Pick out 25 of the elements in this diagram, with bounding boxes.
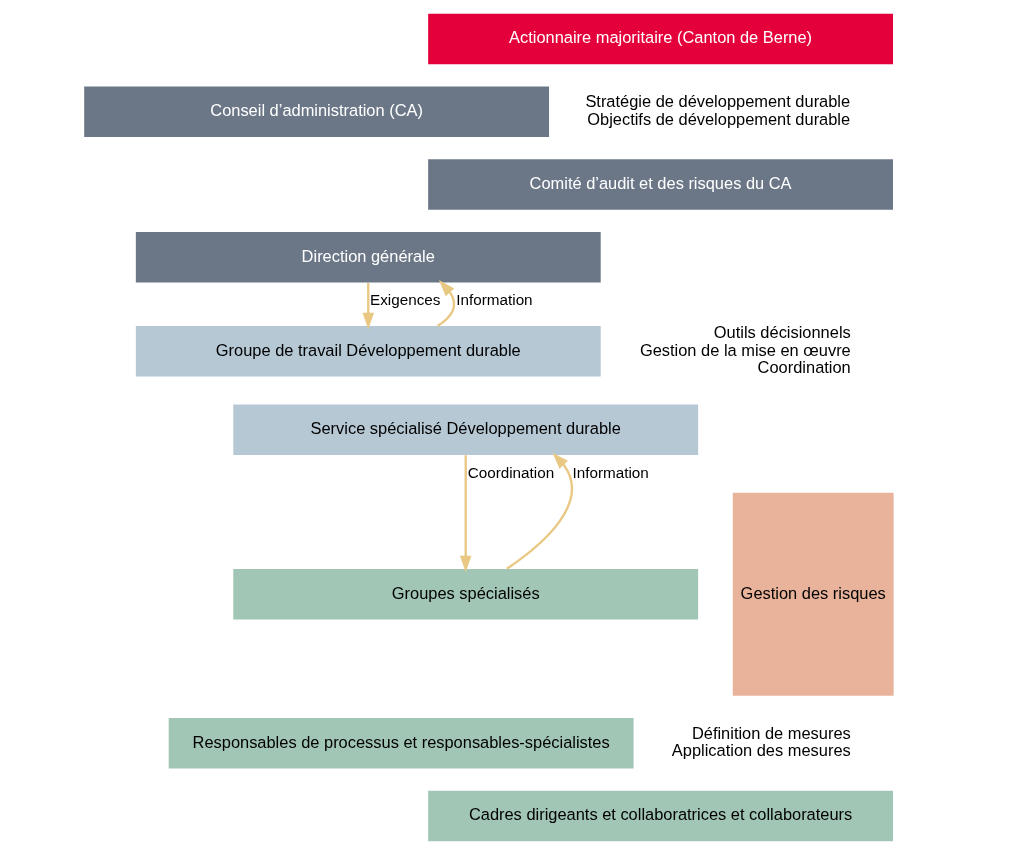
label: Définition de mesures bbox=[691, 723, 851, 742]
edge-label: Exigences bbox=[369, 290, 440, 308]
node-box: Direction générale bbox=[135, 231, 601, 282]
label: Objectifs de développement durable bbox=[586, 109, 850, 128]
arrow bbox=[459, 454, 471, 572]
arrow bbox=[362, 282, 374, 329]
label: Outils décisionnels bbox=[713, 322, 851, 341]
node-box: Conseil d’administration (CA) bbox=[83, 86, 549, 137]
arrow bbox=[436, 279, 455, 327]
edge-label: Coordination bbox=[467, 463, 554, 481]
node-box: Cadres dirigeants et collaboratrices et collaborateurs bbox=[427, 790, 893, 841]
label: Stratégie de développement durable bbox=[584, 91, 850, 110]
node-box: Service spécialisé Développement durable bbox=[232, 404, 698, 455]
node-box: Comité d’audit et des risques du CA bbox=[427, 158, 893, 210]
edge-label: Information bbox=[455, 290, 533, 308]
node-box: Groupe de travail Développement durable bbox=[135, 325, 601, 376]
node-box: Actionnaire majoritaire (Canton de Berne) bbox=[427, 13, 893, 64]
node-box: Groupes spécialisés bbox=[232, 568, 698, 619]
label: Coordination bbox=[757, 357, 851, 376]
label: Gestion de la mise en œuvre bbox=[639, 340, 851, 359]
label: Application des mesures bbox=[671, 740, 851, 759]
node-box: Responsables de processus et responsables-spécialistes bbox=[168, 717, 634, 768]
edge-label: Information bbox=[572, 463, 649, 481]
node-box: Gestion des risques bbox=[732, 492, 894, 696]
arrow bbox=[505, 452, 573, 570]
